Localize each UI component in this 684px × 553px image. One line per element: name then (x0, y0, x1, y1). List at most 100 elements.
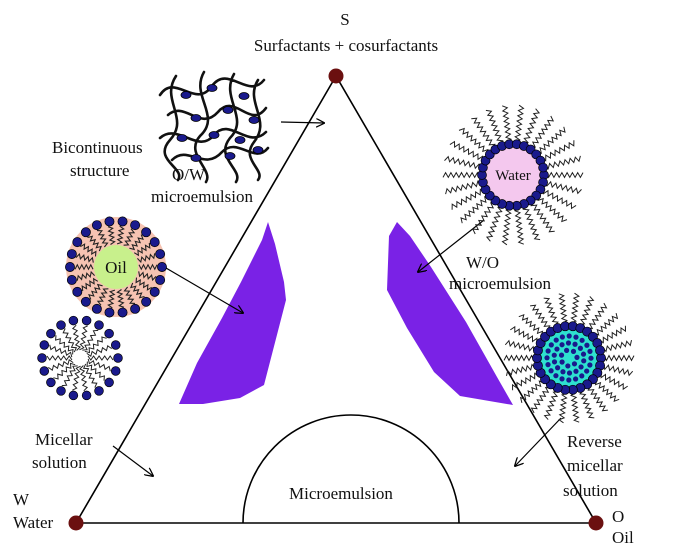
surfactant-tail (579, 296, 595, 325)
vertex-o-dot (588, 515, 604, 531)
surfactant-tail (445, 180, 482, 195)
surfactant-tail (471, 202, 497, 235)
surfactant-tail (510, 325, 538, 344)
core-head (559, 359, 565, 365)
surfactant-head (46, 377, 56, 388)
reverse-micelle-illustration (503, 292, 635, 424)
surfactant-tail (123, 228, 136, 246)
surfactant-tail (138, 271, 157, 282)
surfactant-tail (586, 302, 608, 330)
surfactant-tail (514, 104, 525, 143)
surfactant-head (91, 303, 102, 314)
surfactant-head (37, 353, 47, 363)
surfactant-tail (62, 328, 78, 353)
surfactant-tail (96, 288, 109, 306)
oil-core-label: Oil (105, 258, 127, 277)
core-head (580, 351, 587, 357)
surfactant-tail (593, 312, 619, 336)
core-head (551, 352, 557, 358)
surfactant-tail (82, 363, 98, 388)
surfactant-head (538, 162, 548, 173)
surfactant-tail (535, 126, 566, 154)
surfactant-tail (107, 226, 116, 245)
surfactant-tail (501, 207, 512, 246)
surfactant-tail (513, 207, 525, 245)
surfactant-tail (522, 108, 541, 144)
surfactant-tail (129, 234, 144, 251)
surfactant-tail (116, 225, 125, 245)
surfactant-head (68, 315, 79, 326)
water-core (485, 147, 541, 203)
surfactant-tail (87, 355, 114, 361)
surfactant-tail (530, 304, 551, 331)
surfactant-tail (449, 140, 484, 162)
core-head (545, 362, 551, 368)
bicontinuous-structure-illustration (158, 70, 270, 184)
surfactant-tail (529, 115, 555, 148)
surfactant-tail (86, 344, 112, 358)
surfactant-head (130, 220, 141, 231)
surfactant-tail (570, 292, 580, 324)
core-head (584, 342, 590, 348)
surfactant-head (72, 237, 83, 248)
surfactant-tail (501, 105, 513, 143)
surfactant-head (80, 296, 91, 307)
core-head (545, 348, 551, 354)
surfactant-head (141, 296, 152, 307)
surfactant-tail (602, 339, 632, 353)
surfactant-tail (87, 235, 103, 252)
core-head (571, 361, 578, 367)
surfactant-head (117, 307, 128, 318)
surfactant-tail (504, 339, 535, 353)
surfactant-tail (444, 155, 481, 170)
core-head (566, 333, 572, 339)
surfactant-tail (545, 180, 582, 195)
surfactant-tail (558, 293, 568, 324)
surfactant-tail (471, 117, 496, 150)
surfactant-tail (55, 335, 74, 355)
surfactant-tail (511, 372, 540, 391)
core-head (559, 376, 565, 382)
surfactant-tail (88, 283, 103, 300)
surfactant-tail (540, 140, 575, 162)
surfactant-tail (558, 392, 568, 424)
surfactant-tail (485, 109, 504, 146)
core-head (566, 377, 572, 383)
core-head (574, 354, 580, 360)
core-head (558, 352, 565, 358)
core-head (548, 368, 554, 374)
core-head (579, 373, 585, 379)
core-head (565, 363, 571, 369)
surfactant-tail (46, 355, 73, 361)
core-head (587, 348, 593, 354)
surfactant-head (66, 275, 77, 285)
surfactant-tail (135, 277, 152, 291)
vertex-w-name: Water (13, 513, 53, 532)
core-head (564, 347, 570, 353)
surfactant-tail (594, 379, 620, 403)
surfactant-head (66, 249, 77, 259)
water-core-label: Water (495, 168, 530, 184)
surfactant-tail (123, 286, 136, 304)
surfactant-tail (48, 358, 74, 372)
surfactant-tail (603, 363, 634, 377)
bicontinuous-label-line1: Bicontinuous (52, 138, 143, 157)
surfactant-tail (71, 324, 81, 351)
core-head (587, 362, 593, 368)
surfactant-tail (451, 188, 486, 210)
surfactant-head (56, 320, 66, 330)
core-head (584, 368, 590, 374)
core-head (551, 359, 558, 365)
surfactant-tail (485, 206, 504, 242)
core-head (578, 364, 584, 370)
reverse-label-line2: micellar (567, 456, 623, 475)
reverse-arrow (515, 417, 562, 466)
surfactant-head (104, 377, 114, 388)
vertex-s-letter: S (340, 10, 349, 29)
surfactant-head (80, 227, 91, 238)
surfactant-tail (75, 252, 94, 263)
surfactant-head (155, 249, 166, 259)
surfactant-tail (545, 171, 584, 179)
